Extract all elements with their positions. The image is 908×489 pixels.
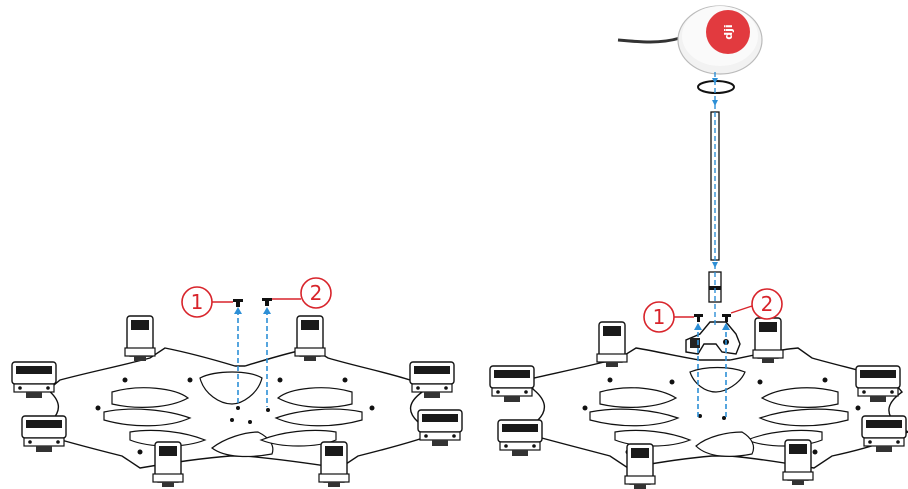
right-arm-mount-west-lower	[497, 419, 543, 457]
left-frame-assembly: 1 2	[11, 277, 463, 488]
right-arm-mount-south-east	[782, 439, 814, 486]
right-arm-mount-west-upper	[489, 365, 535, 403]
right-screw-2	[722, 314, 731, 322]
left-callout-1: 1	[181, 286, 233, 318]
right-callout-2: 2	[730, 288, 783, 320]
right-frame-assembly: dji 1 2	[489, 5, 908, 489]
right-callout-2-label: 2	[761, 292, 774, 316]
right-screw-1	[694, 314, 703, 322]
right-callout-1-label: 1	[653, 305, 666, 329]
left-arm-mount-west-upper	[11, 361, 57, 399]
left-arm-mount-south-west	[152, 441, 184, 488]
left-callout-2-label: 2	[310, 281, 323, 305]
left-arm-mount-east-lower	[417, 409, 463, 447]
left-screw-1	[233, 299, 243, 307]
right-callout-1: 1	[643, 301, 694, 333]
gps-logo-icon: dji	[706, 10, 750, 54]
left-arm-mount-north-east	[294, 315, 326, 362]
right-arm-mount-north-east	[752, 317, 784, 364]
gps-logo-text: dji	[722, 24, 735, 39]
left-arm-mount-north-west	[124, 315, 156, 362]
gps-module: dji	[617, 5, 763, 75]
left-frame-cutouts	[103, 371, 363, 458]
gps-bracket-base	[685, 321, 741, 355]
left-arm-mount-south-east	[318, 441, 350, 488]
left-callout-1-label: 1	[191, 290, 204, 314]
left-arm-mount-west-lower	[21, 415, 67, 453]
left-callout-2: 2	[272, 277, 332, 309]
right-arm-mount-north-west	[596, 321, 628, 368]
right-arm-mount-south-west	[624, 443, 656, 489]
left-screw-2	[262, 298, 272, 306]
gps-o-ring	[697, 80, 735, 94]
